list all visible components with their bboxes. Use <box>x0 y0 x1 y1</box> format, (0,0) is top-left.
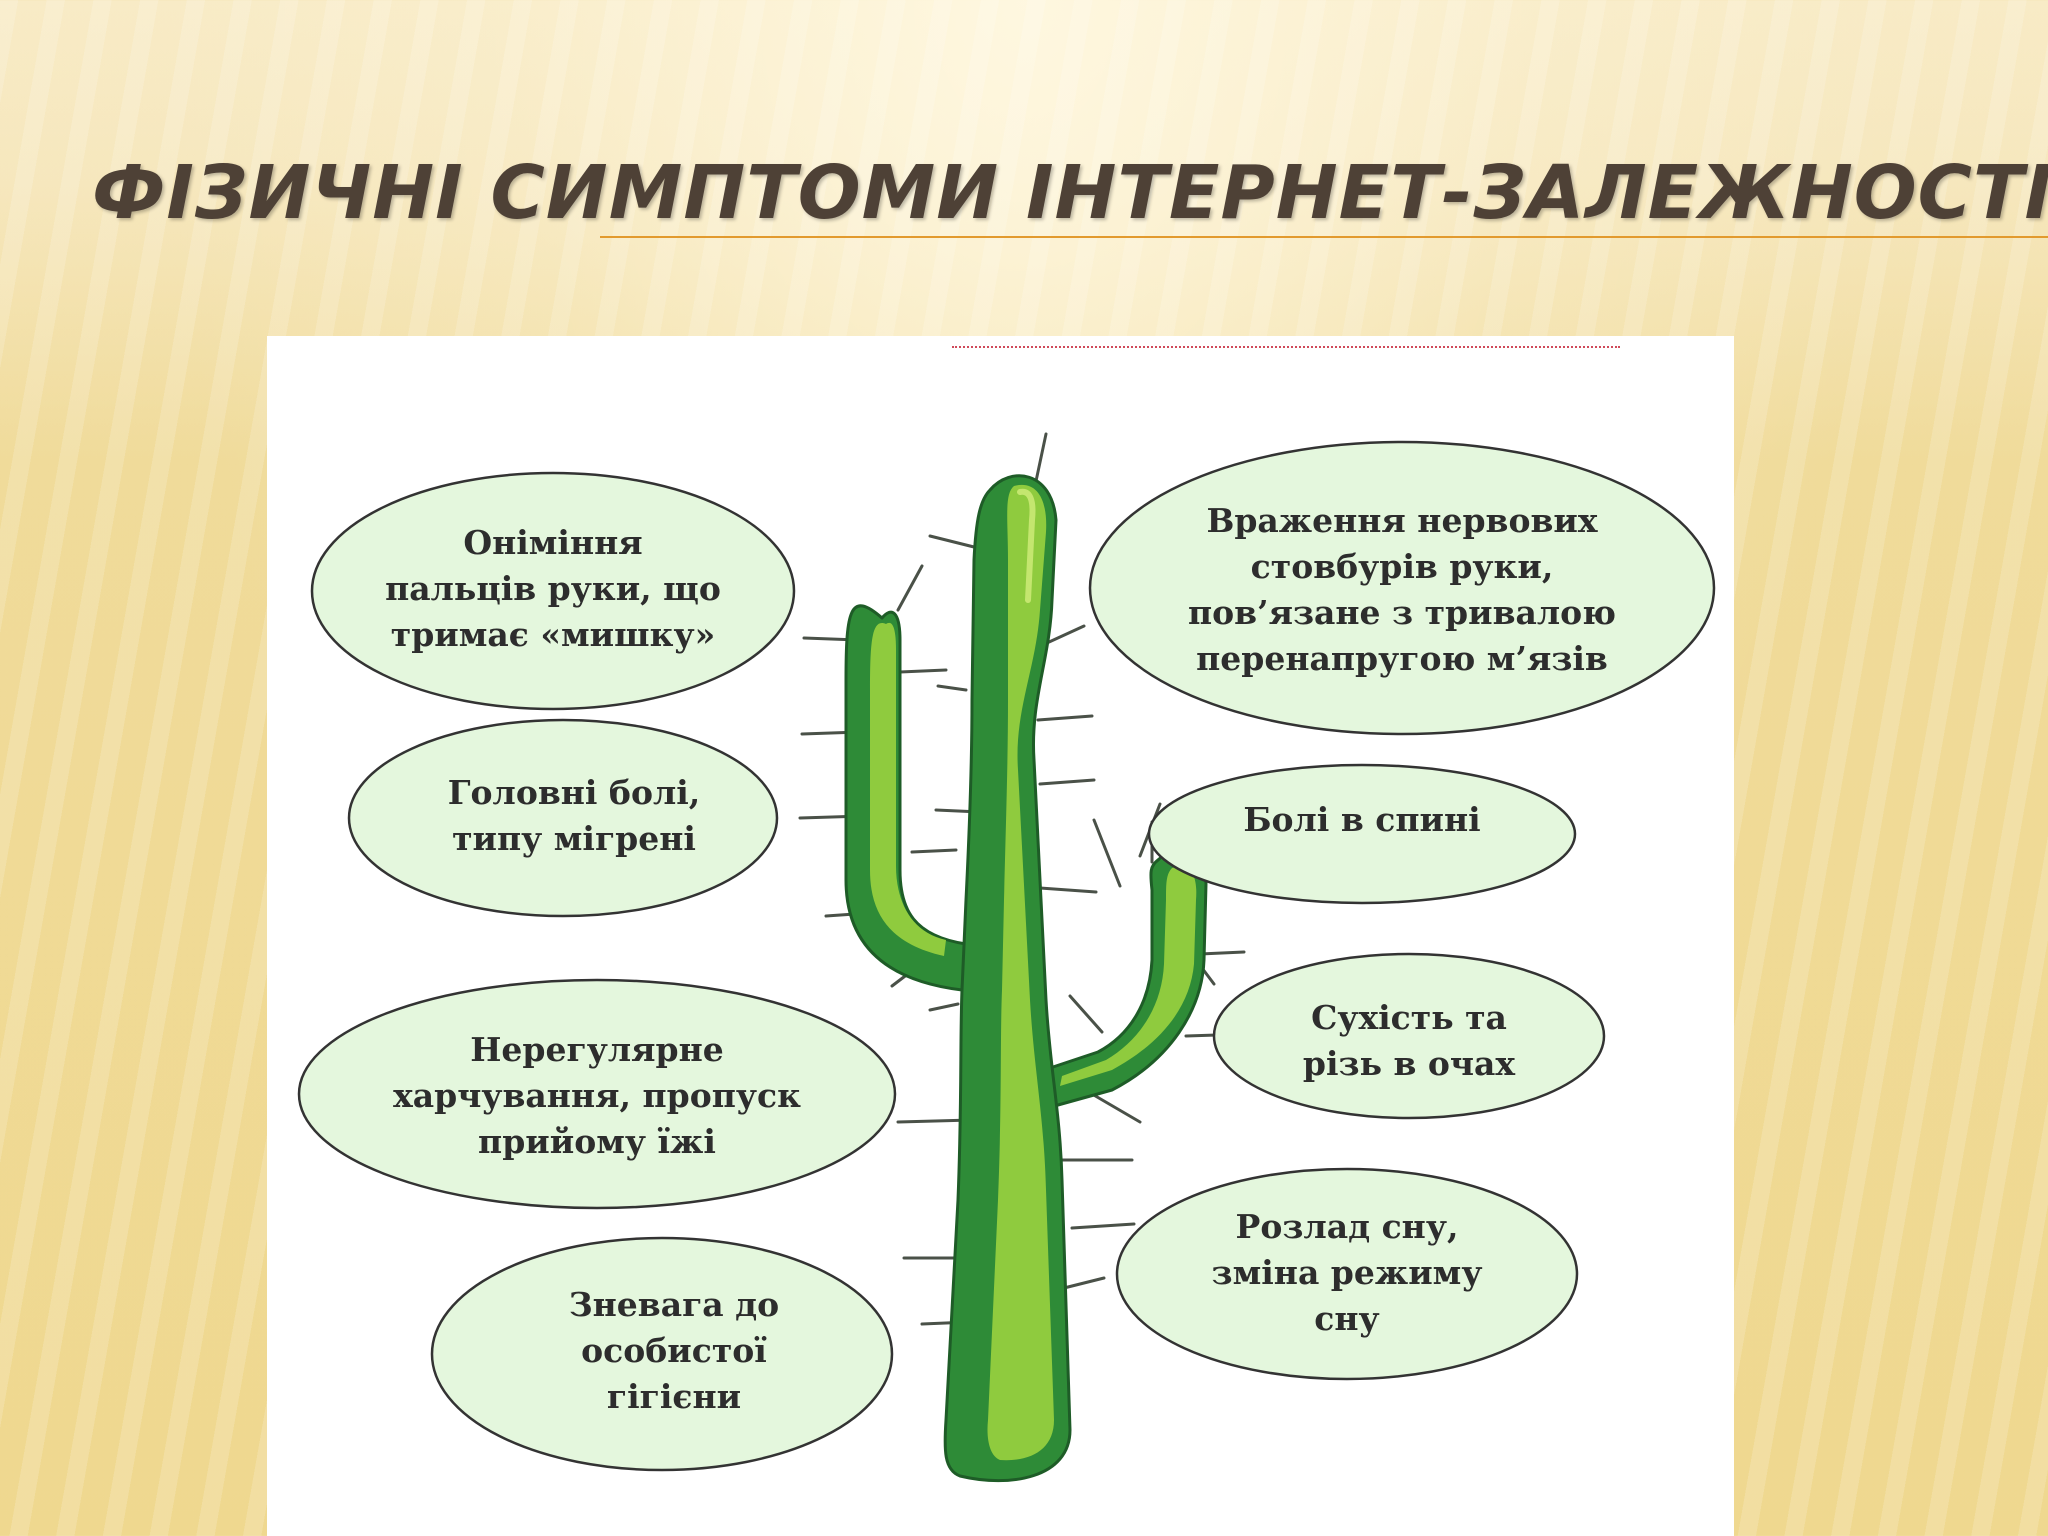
slide-title: Фізичні симптоми інтернет-залежності <box>92 150 2048 236</box>
symptom-sleep-disorder: Розлад сну, зміна режиму сну <box>1211 1207 1483 1338</box>
cactus-spines <box>798 432 1250 1326</box>
symptom-finger-numbness: Оніміння пальців руки, що тримає «мишку» <box>385 523 721 654</box>
bubble-irregular-eating <box>297 978 897 1210</box>
symptom-bubbles <box>297 440 1716 1472</box>
panel-edge-marker <box>952 338 1620 348</box>
symptom-hygiene-neglect: Зневага до особистої гігієни <box>568 1285 780 1416</box>
bubble-dry-eyes <box>1212 952 1606 1120</box>
symptom-nerve-damage: Враження нервових стовбурів руки, пов’яз… <box>1187 501 1617 678</box>
bubble-sleep-disorder <box>1115 1167 1579 1381</box>
bubble-headache <box>347 718 779 918</box>
bubble-nerve-damage <box>1088 440 1716 736</box>
symptom-back-pain: Болі в спині <box>1243 800 1481 839</box>
bubble-finger-numbness <box>310 471 796 711</box>
symptom-irregular-eating: Нерегулярне харчування, пропуск прийому … <box>393 1030 801 1161</box>
symptom-headache: Головні болі, типу мігрені <box>447 773 701 858</box>
title-underline <box>600 236 2048 238</box>
bubble-back-pain <box>1147 763 1577 905</box>
bubble-hygiene-neglect <box>430 1236 894 1472</box>
symptom-dry-eyes: Сухість та різь в очах <box>1302 998 1516 1083</box>
